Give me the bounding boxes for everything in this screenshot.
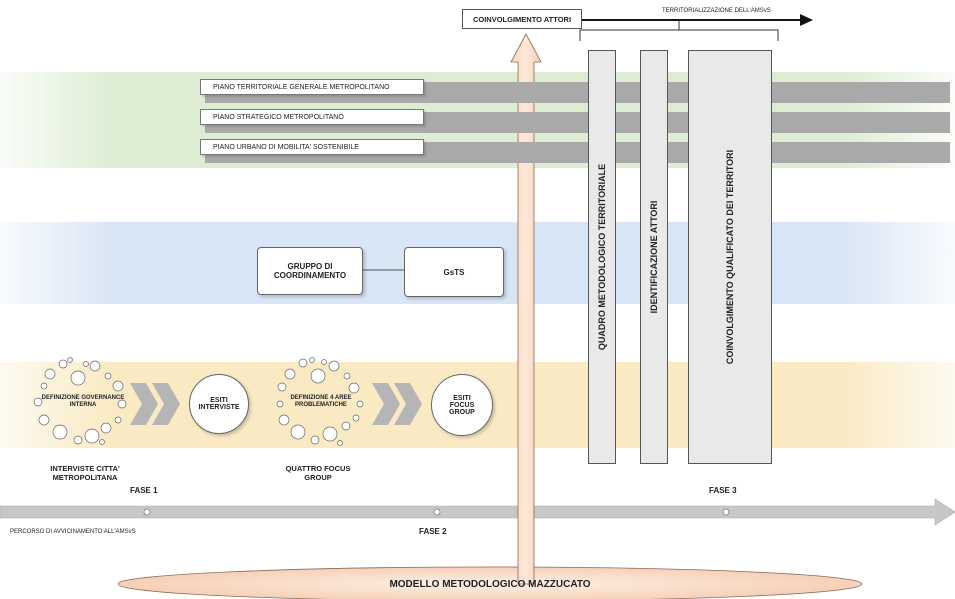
esiti-focus-label: ESITI FOCUS GROUP	[449, 394, 475, 416]
bubble-cluster-1	[33, 357, 127, 445]
territorializzazione-label: TERRITORIALIZZAZIONE DELL'AMSvS	[662, 8, 771, 14]
pillar-identificazione-label: IDENTIFICAZIONE ATTORI	[649, 200, 659, 314]
chevron-2a	[372, 383, 400, 425]
fase-1-label: FASE 1	[130, 486, 158, 495]
pillar-quadro-label: QUADRO METODOLOGICO TERRITORIALE	[597, 163, 607, 351]
pillar-quadro: QUADRO METODOLOGICO TERRITORIALE	[588, 50, 616, 464]
percorso-label: PERCORSO DI AVVICINAMENTO ALL'AMSvS	[10, 529, 136, 535]
pillar-identificazione: IDENTIFICAZIONE ATTORI	[640, 50, 668, 464]
coinvolgimento-attori-label: COINVOLGIMENTO ATTORI	[472, 14, 572, 24]
fase-3-label: FASE 3	[709, 486, 737, 495]
timeline-marker-2	[433, 508, 441, 516]
timeline-arrow	[0, 498, 955, 526]
aree-problematiche-label: DEFINIZIONE 4 AREE PROBLEMATICHE	[290, 395, 352, 408]
plan-territoriale: PIANO TERRITORIALE GENERALE METROPOLITAN…	[200, 79, 424, 95]
fase-2-label: FASE 2	[419, 527, 447, 536]
pillar-coinvolgimento-label: COINVOLGIMENTO QUALIFICATO DEI TERRITORI	[725, 149, 735, 365]
chevron-2b	[394, 383, 422, 425]
gsts-box: GsTS	[404, 247, 504, 297]
bubble-cluster-2	[276, 357, 364, 446]
chevron-1a	[130, 383, 158, 425]
gruppo-coordinamento-label: GRUPPO DI COORDINAMENTO	[273, 262, 347, 280]
interviste-caption: INTERVISTE CITTA' METROPOLITANA	[50, 464, 120, 482]
coinvolgimento-attori-box: COINVOLGIMENTO ATTORI	[462, 9, 582, 29]
esiti-focus-circle: ESITI FOCUS GROUP	[431, 374, 493, 436]
base-ellipse	[117, 566, 863, 599]
chevron-1b	[152, 383, 180, 425]
gruppo-coordinamento-box: GRUPPO DI COORDINAMENTO	[257, 247, 363, 295]
modello-label: MODELLO METODOLOGICO MAZZUCATO	[389, 578, 591, 590]
plan-mobilita: PIANO URBANO DI MOBILITA' SOSTENIBILE	[200, 139, 424, 155]
focus-caption: QUATTRO FOCUS GROUP	[285, 464, 351, 482]
timeline-marker-3	[722, 508, 730, 516]
territorialization-arrow-head	[800, 14, 813, 26]
vertical-arrow	[510, 33, 542, 585]
plan-strategico: PIANO STRATEGICO METROPOLITANO	[200, 109, 424, 125]
esiti-interviste-label: ESITI INTERVISTE	[198, 397, 240, 411]
timeline-marker-1	[143, 508, 151, 516]
gsts-label: GsTS	[443, 267, 465, 277]
pillar-coinvolgimento: COINVOLGIMENTO QUALIFICATO DEI TERRITORI	[688, 50, 772, 464]
governance-interna-label: DEFINIZIONE GOVERNANCE INTERNA	[41, 395, 125, 408]
esiti-interviste-circle: ESITI INTERVISTE	[189, 374, 249, 434]
pillars-bracket	[579, 29, 779, 41]
